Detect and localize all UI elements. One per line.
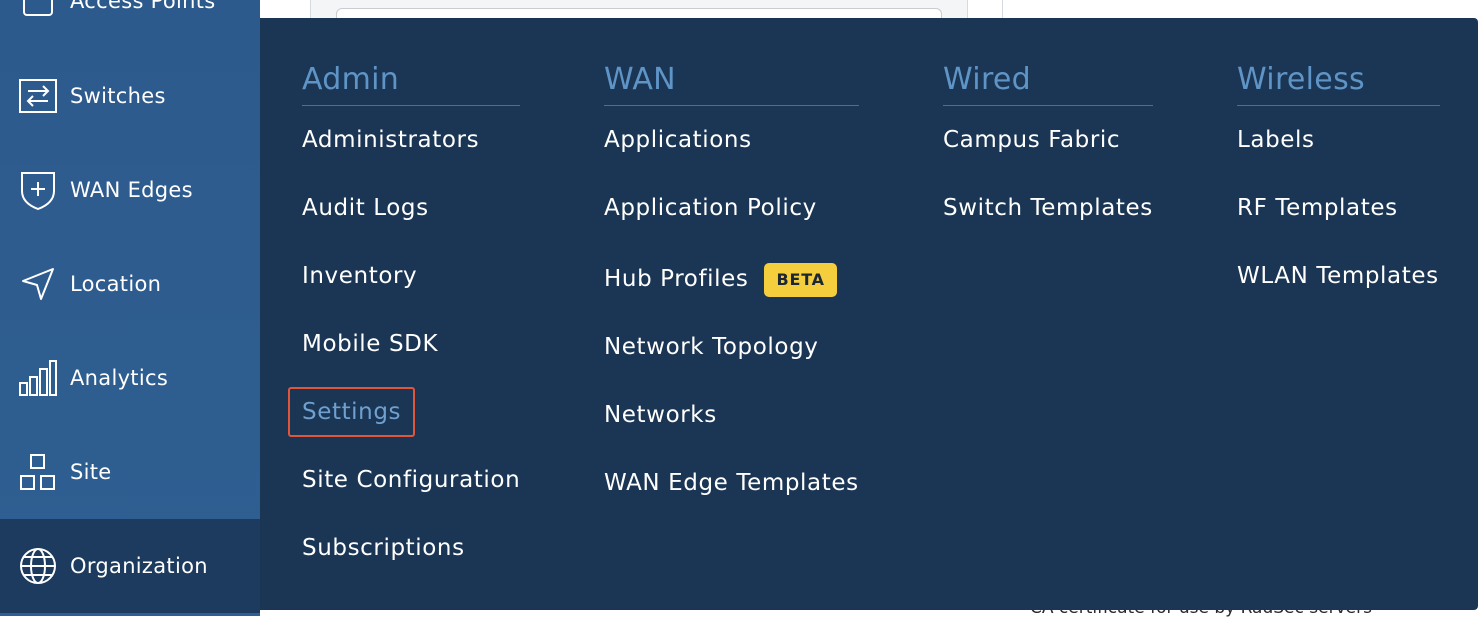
menu-item-switch-templates[interactable]: Switch Templates: [943, 195, 1153, 221]
sidebar-item-label: Location: [70, 272, 162, 296]
sidebar-item-analytics[interactable]: Analytics: [0, 331, 260, 425]
menu-column-wired: Wired Campus Fabric Switch Templates: [943, 62, 1153, 261]
menu-item-audit-logs[interactable]: Audit Logs: [302, 195, 429, 221]
menu-column-title: Admin: [302, 62, 520, 106]
menu-item-inventory[interactable]: Inventory: [302, 263, 418, 289]
menu-item-campus-fabric[interactable]: Campus Fabric: [943, 127, 1121, 153]
sidebar-item-access-points[interactable]: Access Points: [0, 0, 260, 48]
sidebar: Access Points Switches WAN Edges Locatio…: [0, 0, 260, 616]
organization-menu: Admin Administrators Audit Logs Inventor…: [260, 18, 1478, 610]
sidebar-item-organization[interactable]: Organization: [0, 519, 260, 613]
menu-item-subscriptions[interactable]: Subscriptions: [302, 535, 465, 561]
sidebar-item-site[interactable]: Site: [0, 425, 260, 519]
access-point-icon: [16, 0, 60, 23]
wan-edge-icon: [16, 168, 60, 212]
menu-item-application-policy[interactable]: Application Policy: [604, 195, 817, 221]
site-icon: [16, 450, 60, 494]
menu-column-title: Wired: [943, 62, 1153, 106]
background-divider: [1002, 0, 1003, 20]
location-icon: [16, 262, 60, 306]
globe-icon: [16, 544, 60, 588]
menu-item-wan-edge-templates[interactable]: WAN Edge Templates: [604, 470, 859, 496]
menu-column-admin: Admin Administrators Audit Logs Inventor…: [288, 62, 521, 601]
sidebar-item-wan-edges[interactable]: WAN Edges: [0, 143, 260, 237]
menu-item-settings[interactable]: Settings: [288, 387, 520, 465]
menu-item-mobile-sdk[interactable]: Mobile SDK: [302, 331, 439, 357]
analytics-icon: [16, 356, 60, 400]
menu-item-labels[interactable]: Labels: [1237, 127, 1315, 153]
menu-item-wlan-templates[interactable]: WLAN Templates: [1237, 263, 1439, 289]
sidebar-item-label: Site: [70, 460, 112, 484]
beta-badge: BETA: [764, 263, 837, 297]
menu-item-network-topology[interactable]: Network Topology: [604, 334, 819, 360]
menu-item-networks[interactable]: Networks: [604, 402, 717, 428]
menu-column-wireless: Wireless Labels RF Templates WLAN Templa…: [1237, 62, 1440, 329]
menu-column-title: Wireless: [1237, 62, 1440, 106]
switch-icon: [16, 74, 60, 118]
sidebar-item-location[interactable]: Location: [0, 237, 260, 331]
menu-column-wan: WAN Applications Application Policy Hub …: [604, 62, 859, 536]
sidebar-item-label: Organization: [70, 554, 208, 578]
sidebar-item-label: WAN Edges: [70, 178, 193, 202]
menu-item-administrators[interactable]: Administrators: [302, 127, 480, 153]
menu-column-title: WAN: [604, 62, 859, 106]
sidebar-item-label: Analytics: [70, 366, 169, 390]
menu-item-site-configuration[interactable]: Site Configuration: [302, 467, 521, 493]
menu-item-rf-templates[interactable]: RF Templates: [1237, 195, 1398, 221]
sidebar-item-switches[interactable]: Switches: [0, 49, 260, 143]
sidebar-item-label: Access Points: [70, 0, 216, 13]
sidebar-item-label: Switches: [70, 84, 166, 108]
menu-item-applications[interactable]: Applications: [604, 127, 752, 153]
